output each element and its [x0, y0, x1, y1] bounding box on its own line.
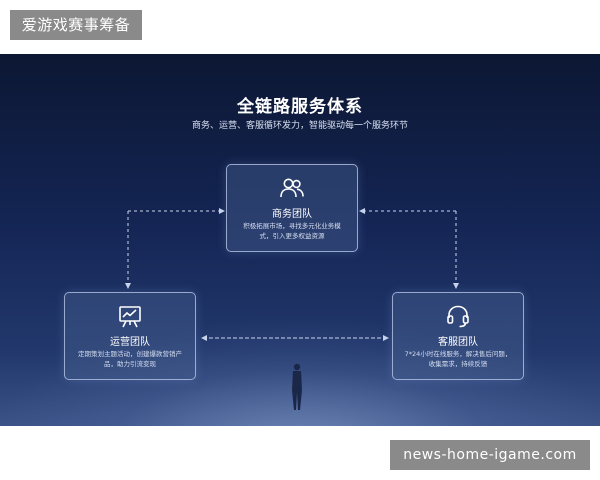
- service-team-card: 客服团队 7*24小时在线服务，解决售后问题，收集需求，持续反馈: [392, 292, 524, 380]
- banner-subtitle: 商务、运营、客服循环发力，智能驱动每一个服务环节: [191, 121, 408, 131]
- business-team-desc: 积极拓展市场，寻找多元化业务模式，引入更多权益资源: [243, 222, 341, 240]
- banner-title: 全链路服务体系: [237, 97, 363, 117]
- users-icon: [280, 178, 304, 198]
- service-system-banner: 全链路服务体系 商务、运营、客服循环发力，智能驱动每一个服务环节: [0, 54, 600, 426]
- service-team-title: 客服团队: [438, 337, 478, 348]
- connector-arrows: [125, 208, 459, 341]
- watermark-label: news-home-igame.com: [390, 440, 590, 470]
- business-team-title: 商务团队: [272, 209, 312, 220]
- top-label: 爱游戏赛事筹备: [10, 10, 142, 40]
- headset-icon: [447, 305, 469, 328]
- operations-team-card: 运营团队 定期策划主题活动，创建爆款营销产品，助力引流变现: [64, 292, 196, 380]
- presentation-chart-icon: [119, 306, 141, 328]
- silhouette-figure: [292, 363, 302, 410]
- operations-team-desc: 定期策划主题活动，创建爆款营销产品，助力引流变现: [78, 350, 182, 368]
- business-team-card: 商务团队 积极拓展市场，寻找多元化业务模式，引入更多权益资源: [226, 164, 358, 252]
- service-team-desc: 7*24小时在线服务，解决售后问题，收集需求，持续反馈: [404, 350, 512, 368]
- operations-team-title: 运营团队: [110, 337, 150, 348]
